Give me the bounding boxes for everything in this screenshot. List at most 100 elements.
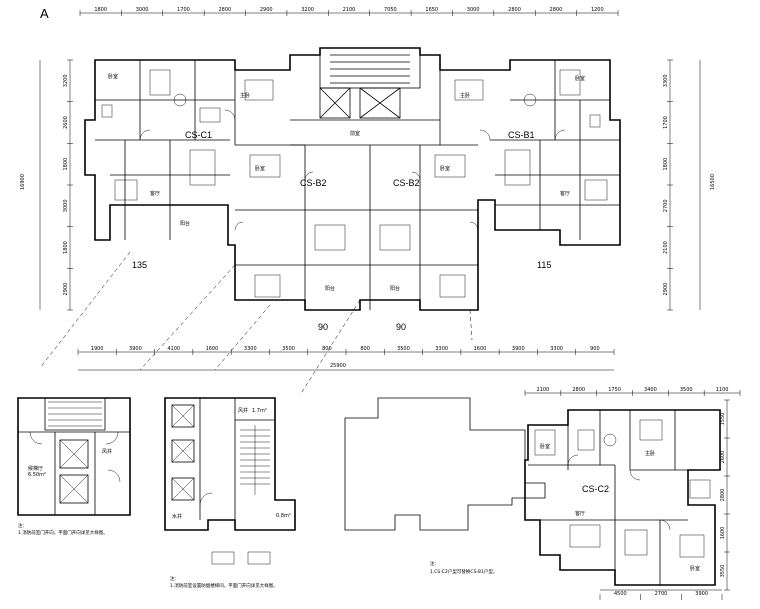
top-dimension-chain: 1800 3000 1700 2800 2900 3200 2100 7050 1650 3000… [79,7,619,16]
bottom-dim-4: 3300 [244,346,257,352]
note-left-line1: 1.消防前室门开向，平面门开向详见大样图。 [18,529,108,536]
area-115: 115 [537,260,551,270]
bottom-dim-3: 1600 [206,346,219,352]
c2-right-dim-0: 1550 [720,413,726,426]
unit-label-cs-c2: CS-C2 [582,484,609,494]
shaft-label-mid: 风井 [238,407,248,414]
bottom-dim-0: 1900 [91,346,104,352]
room-label-bed-left: 主卧 [240,92,250,99]
left-dim-3: 3000 [63,199,69,212]
cs-c2-unit-plan: 2100 2800 1750 3400 3500 1100 1550 2600 2800 160… [430,387,741,600]
left-dim-2: 1800 [63,158,69,171]
lobby-label-left: 候梯厅 [28,465,43,472]
top-dim-7: 7050 [384,7,397,13]
top-dim-8: 1650 [425,7,438,13]
area-callouts: 135 115 90 90 [39,251,551,396]
room-label-master-c2: 主卧 [645,450,655,457]
right-dim-4: 2100 [663,241,669,254]
c2-top-dim-5: 1100 [716,387,729,393]
c2-top-dim-1: 2800 [572,387,585,393]
c2-right-dim-3: 1600 [720,527,726,540]
right-dim-3: 2700 [663,199,669,212]
top-dim-9: 3000 [467,7,480,13]
lobby-area-left: 6.50m² [28,472,46,478]
note-left-heading: 注： [18,522,27,529]
bottom-total-dim: 25900 [330,363,346,369]
left-dim-4: 1800 [63,241,69,254]
note-mid-line1: 1.消防前室设置防烟楼梯间，平面门开向详见大样图。 [170,582,278,589]
bottom-dim-7: 800 [360,346,370,352]
top-dim-3: 2800 [218,7,231,13]
c2-right-dim-4: 3550 [720,565,726,578]
core-detail-left: 候梯厅 6.50m² 风井 注： 1.消防前室门开向，平面门开向详见大样图。 [17,397,131,536]
bottom-dim-13: 900 [590,346,600,352]
right-dim-5: 2900 [663,283,669,296]
room-label-balcony-b2-right: 阳台 [390,285,400,292]
room-label-living-left: 客厅 [150,190,160,197]
room-label-bed-top-left: 卧室 [108,73,118,80]
right-dim-2: 1800 [663,158,669,171]
bottom-dim-9: 3300 [435,346,448,352]
note-mid-heading: 注： [170,575,179,582]
top-dim-2: 1700 [177,7,190,13]
right-dim-0: 3300 [663,74,669,87]
room-label-front: 前室 [350,130,360,137]
room-label-balcony-b2-left: 阳台 [325,285,335,292]
room-label-living-c2: 客厅 [575,510,585,517]
shaft-area-mid: 1.7m² [252,408,267,414]
unit-label-cs-b2-left: CS-B2 [300,178,327,188]
top-dim-0: 1800 [94,7,107,13]
area-135: 135 [132,260,147,270]
room-label-bed-c2: 卧室 [540,443,550,450]
pipe-label-mid: 水井 [172,513,182,520]
core-detail-middle: 风井 1.7m² 水井 0.8m² 注： 1.消防前室设置防烟楼梯间，平面门开向… [164,397,296,589]
area-90-left: 90 [318,322,328,332]
bottom-dim-10: 1600 [474,346,487,352]
top-dim-10: 2800 [508,7,521,13]
right-dimension-chain: 3300 1700 1800 2700 2100 2900 16500 [663,59,716,311]
top-dim-6: 2100 [343,7,356,13]
bottom-dim-8: 3500 [397,346,410,352]
c2-right-dim-1: 2600 [720,451,726,464]
bottom-dim-6: 800 [322,346,332,352]
c2-right-dim-2: 2800 [720,489,726,502]
left-dim-1: 2600 [63,116,69,129]
unit-label-cs-c1: CS-C1 [185,130,212,140]
c2-bottom-dim-1: 2700 [655,591,668,597]
room-label-bed-right: 卧室 [575,75,585,82]
left-dim-5: 2900 [63,283,69,296]
bottom-dim-2: 4100 [167,346,180,352]
bottom-dimension-chain: 1900 3900 4100 1600 3300 3500 800 800 3500 3300 16… [77,346,615,371]
c2-bottom-dim-0: 4500 [614,591,627,597]
shaft-label-left: 风井 [102,448,112,455]
bottom-dim-5: 3500 [282,346,295,352]
unit-label-cs-b2-right: CS-B2 [393,178,420,188]
area-90-right: 90 [396,322,406,332]
c2-top-dim-2: 1750 [608,387,621,393]
room-label-balcony-left: 阳台 [180,220,190,227]
room-label-living-right: 客厅 [560,190,570,197]
note-c2-line1: 1.CS-C2户型可替换CS-B1户型。 [430,568,497,575]
unit-label-cs-b1: CS-B1 [508,130,535,140]
c2-bottom-dim-2: 3900 [695,591,708,597]
left-dim-0: 3200 [63,74,69,87]
c2-top-dim-4: 3500 [680,387,693,393]
c2-top-dim-0: 2100 [537,387,550,393]
right-dim-1: 1700 [663,116,669,129]
top-dim-1: 3000 [136,7,149,13]
right-total-dim: 16500 [710,174,716,190]
room-label-bed-b2-right: 卧室 [440,165,450,172]
c2-top-dim-3: 3400 [644,387,657,393]
room-label-bed-b2-left: 卧室 [255,165,265,172]
room-label-bed-c2-bottom: 卧室 [690,565,700,572]
top-dim-12: 1200 [591,7,604,13]
building-footprint-outline [344,397,546,531]
top-dim-4: 2900 [260,7,273,13]
top-dim-5: 3200 [301,7,314,13]
room-label-master-right: 主卧 [460,92,470,99]
bottom-dim-12: 3300 [550,346,563,352]
bottom-dim-11: 3900 [512,346,525,352]
top-dim-11: 2800 [550,7,563,13]
